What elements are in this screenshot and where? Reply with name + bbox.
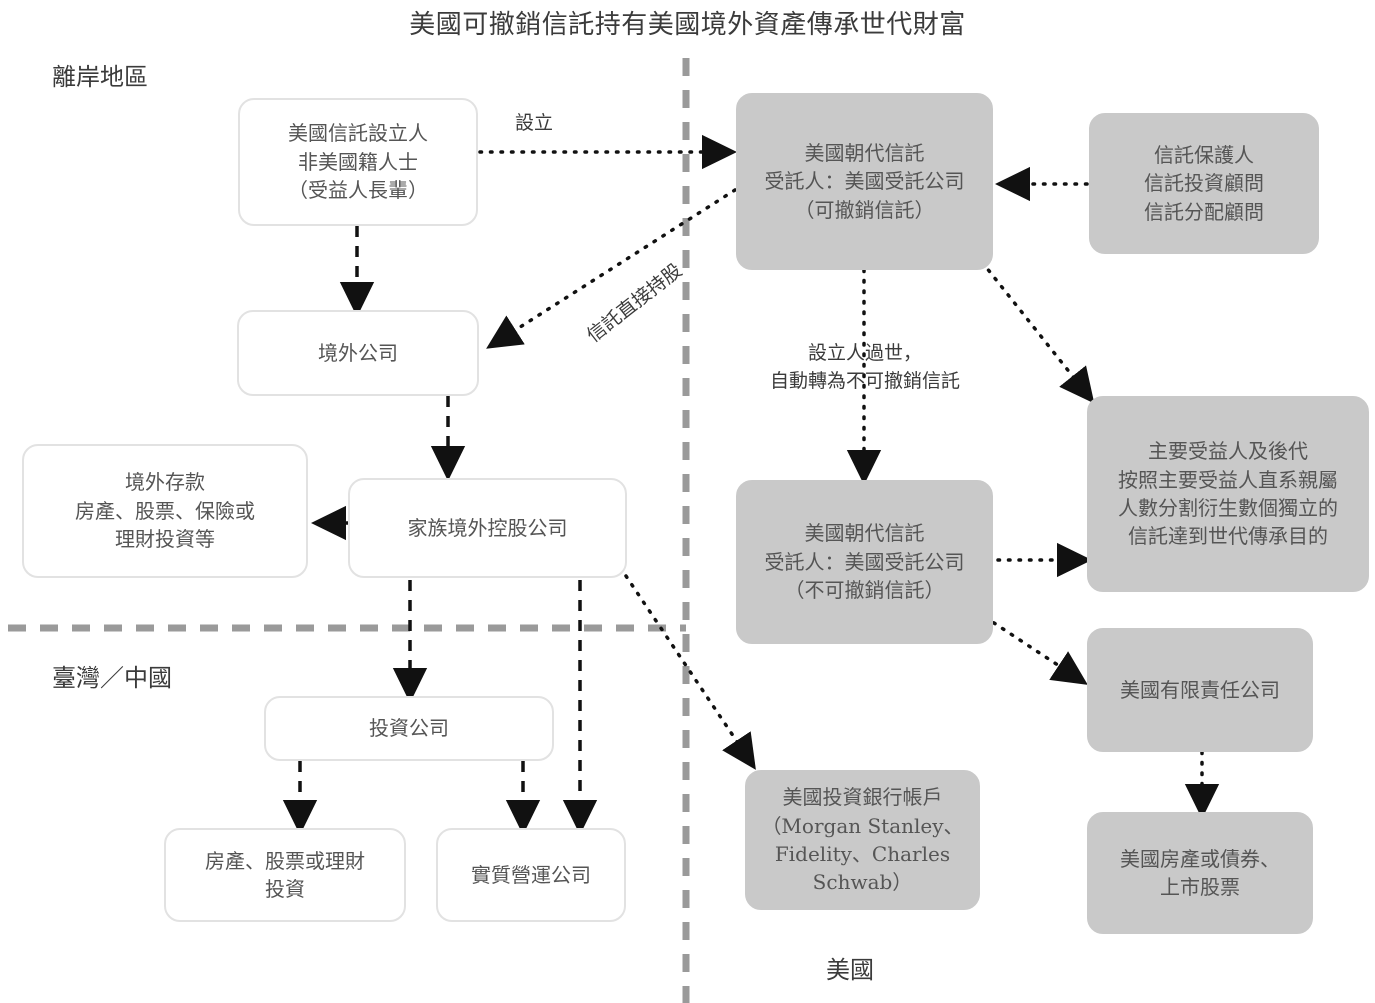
node-offshore-assets-label: 境外存款 房產、股票、保險或 理財投資等 xyxy=(75,470,255,552)
node-settlor[interactable]: 美國信託設立人 非美國籍人士 （受益人長輩） xyxy=(238,98,478,226)
node-us-property-bonds-stocks-label: 美國房產或債券、 上市股票 xyxy=(1120,846,1280,899)
region-label-taiwan-china: 臺灣／中國 xyxy=(52,664,172,692)
node-family-holding-company[interactable]: 家族境外控股公司 xyxy=(348,478,627,578)
edge-irrevocable-to-usllc xyxy=(983,615,1088,685)
node-investment-company[interactable]: 投資公司 xyxy=(264,696,554,761)
node-us-property-bonds-stocks[interactable]: 美國房產或債券、 上市股票 xyxy=(1087,812,1313,934)
node-dynasty-trust-revocable-label: 美國朝代信託 受託人：美國受託公司 （可撤銷信託） xyxy=(764,140,965,222)
node-us-llc-label: 美國有限責任公司 xyxy=(1120,677,1280,702)
edge-label-trust-direct-holding: 信託直接持股 xyxy=(582,259,687,347)
node-trust-protector-advisors[interactable]: 信託保護人 信託投資顧問 信託分配顧問 xyxy=(1089,113,1319,254)
page-title: 美國可撤銷信託持有美國境外資產傳承世代財富 xyxy=(409,10,966,40)
node-beneficiaries[interactable]: 主要受益人及後代 按照主要受益人直系親屬 人數分割衍生數個獨立的 信託達到世代傳… xyxy=(1087,396,1369,592)
node-beneficiaries-label: 主要受益人及後代 按照主要受益人直系親屬 人數分割衍生數個獨立的 信託達到世代傳… xyxy=(1118,439,1338,549)
node-dynasty-trust-irrevocable-label: 美國朝代信託 受託人：美國受託公司 （不可撤銷信託） xyxy=(764,521,965,603)
edge-label-establish: 設立 xyxy=(515,112,554,134)
node-property-stock-investment-label: 房產、股票或理財 投資 xyxy=(205,848,365,901)
node-investment-company-label: 投資公司 xyxy=(369,716,449,741)
node-trust-protector-advisors-label: 信託保護人 信託投資顧問 信託分配顧問 xyxy=(1144,142,1264,224)
node-family-holding-company-label: 家族境外控股公司 xyxy=(407,515,568,540)
node-dynasty-trust-revocable[interactable]: 美國朝代信託 受託人：美國受託公司 （可撤銷信託） xyxy=(736,93,993,270)
node-settlor-label: 美國信託設立人 非美國籍人士 （受益人長輩） xyxy=(288,121,428,203)
region-label-offshore: 離岸地區 xyxy=(52,63,148,91)
node-property-stock-investment[interactable]: 房產、股票或理財 投資 xyxy=(164,828,406,922)
edge-family-to-usbank xyxy=(624,574,756,770)
node-dynasty-trust-irrevocable[interactable]: 美國朝代信託 受託人：美國受託公司 （不可撤銷信託） xyxy=(736,480,993,644)
node-us-investment-bank-account[interactable]: 美國投資銀行帳戶 （Morgan Stanley、 Fidelity、Charl… xyxy=(745,770,980,910)
node-operating-company[interactable]: 實質營運公司 xyxy=(436,828,626,922)
edge-label-settlor-death: 設立人過世， 自動轉為不可撤銷信託 xyxy=(769,342,960,392)
node-offshore-company-label: 境外公司 xyxy=(318,340,398,365)
node-offshore-assets[interactable]: 境外存款 房產、股票、保險或 理財投資等 xyxy=(22,444,308,578)
node-us-investment-bank-account-label: 美國投資銀行帳戶 （Morgan Stanley、 Fidelity、Charl… xyxy=(761,785,964,895)
node-us-llc[interactable]: 美國有限責任公司 xyxy=(1087,628,1313,752)
node-operating-company-label: 實質營運公司 xyxy=(471,862,591,887)
region-label-usa: 美國 xyxy=(826,956,874,984)
node-offshore-company[interactable]: 境外公司 xyxy=(237,310,479,396)
